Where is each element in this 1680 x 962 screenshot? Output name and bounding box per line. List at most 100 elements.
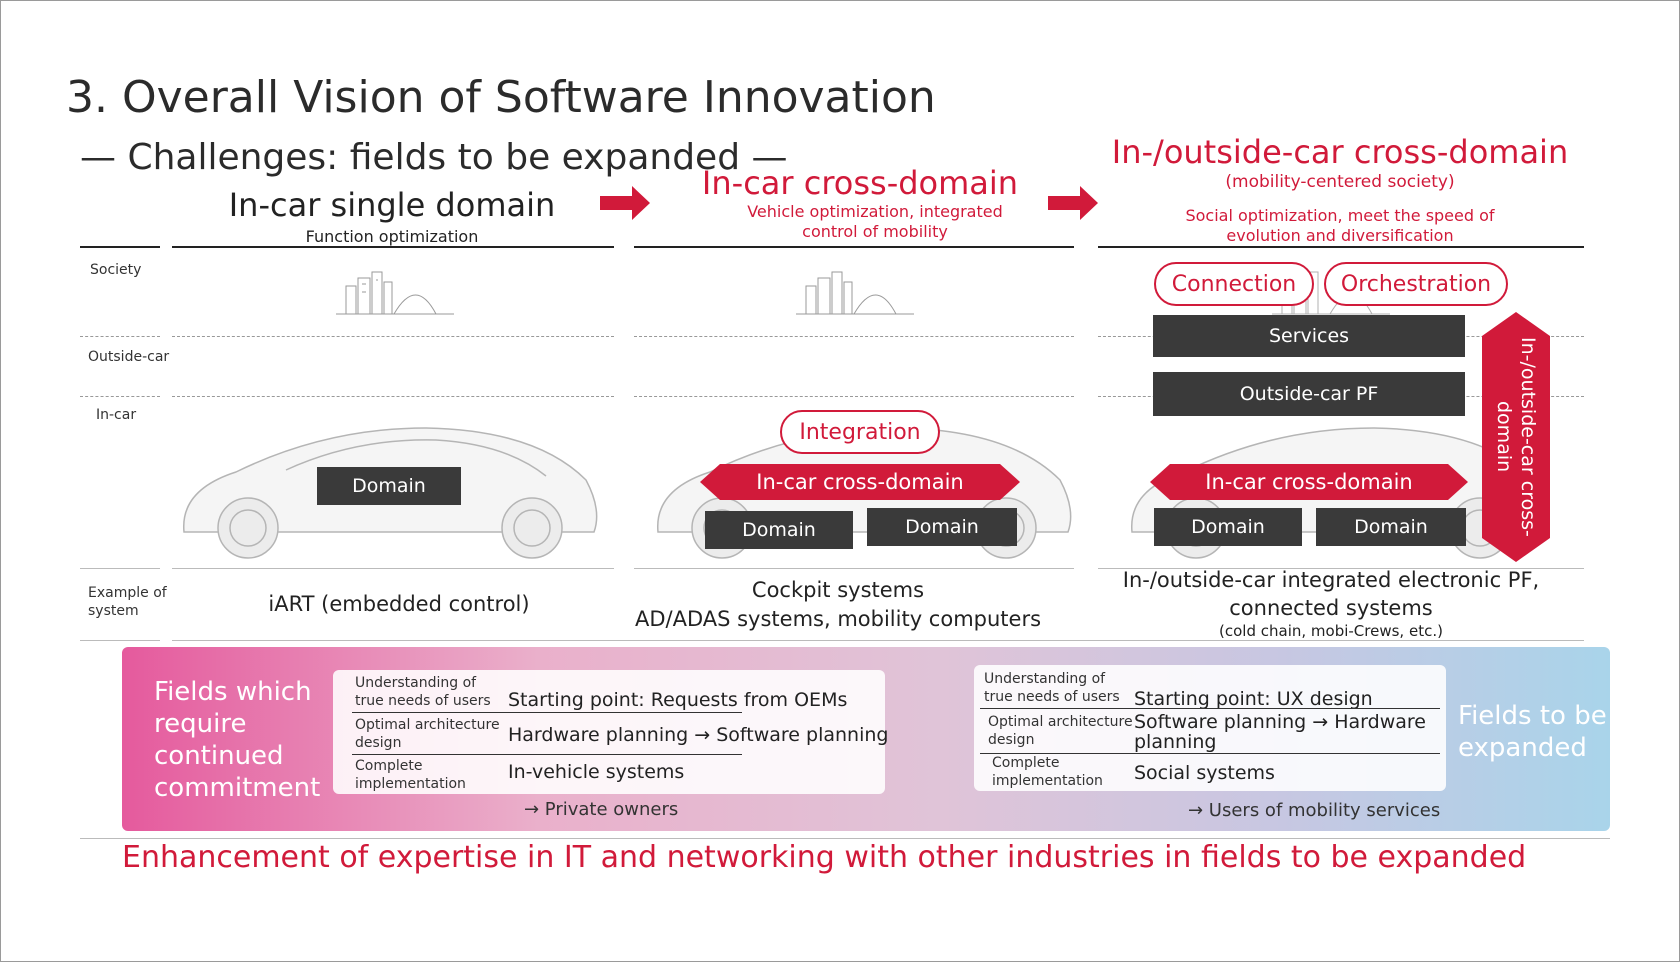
col2-example-line2: AD/ADAS systems, mobility computers [634,607,1042,631]
right-card-row-divider [980,753,1440,754]
cross-domain-banner-label: In-car cross-domain [1205,470,1413,494]
header-rule [634,246,1074,248]
row-divider [634,336,1074,337]
city-illustration-icon [336,271,454,315]
row-label-example-line1: Example of [88,585,167,601]
col2-example: Cockpit systems AD/ADAS systems, mobilit… [620,576,1056,634]
row-divider [634,396,1074,397]
right-card-row3-label-line: implementation [992,773,1103,789]
right-card-row1-value: Starting point: UX design [1134,688,1373,710]
services-box: Services [1153,315,1465,357]
right-card-row2-label-line: design [988,732,1035,748]
connection-pill: Connection [1154,262,1314,306]
band-left-label-line: Fields which [154,677,312,707]
left-card-row3-label-line: Complete [355,758,423,774]
footer-divider [80,838,1610,839]
right-card-row2-label: Optimal architecture design [988,713,1133,749]
col3-example-line1: In-/outside-car integrated electronic PF… [1122,568,1540,592]
left-card-row2-label-line: design [355,735,402,751]
left-card-row2-value: Hardware planning → Software planning [508,724,889,746]
footer-statement: Enhancement of expertise in IT and netwo… [122,840,1527,875]
outside-car-pf-box: Outside-car PF [1153,372,1465,416]
domain-box: Domain [1154,508,1302,546]
right-card-target: → Users of mobility services [1188,800,1441,821]
left-card-row2-label-line: Optimal architecture [355,717,500,733]
header-rule [1098,246,1584,248]
right-card-row3-label-line: Complete [992,755,1060,771]
left-card-target: → Private owners [524,799,679,820]
col1-subheading: Function optimization [305,227,479,246]
row-divider [80,568,160,569]
right-card-row2-value-line: planning [1134,731,1217,753]
row-divider [172,640,1584,641]
right-card-row1-label-line: true needs of users [984,689,1120,705]
col2-sub-line1: Vehicle optimization, integrated [747,202,1003,221]
domain-box: Domain [705,511,853,549]
left-card-row2-label: Optimal architecture design [355,716,500,752]
right-card-row2-value-line: Software planning → Hardware [1134,711,1426,733]
right-fields-card [974,665,1446,791]
band-left-label-line: continued [154,741,284,771]
vertical-cross-domain-label: In-/outside-car cross-domain [1493,337,1539,537]
col3-subheading: Social optimization, meet the speed of e… [1100,206,1580,246]
col2-sub-line2: control of mobility [802,222,948,241]
row-divider [172,568,614,569]
header-rule [80,246,160,248]
row-label-example-line2: system [88,603,139,619]
left-card-row3-label-line: implementation [355,776,466,792]
col3-sub-line2: evolution and diversification [1226,226,1454,245]
row-divider [634,568,1074,569]
integration-pill: Integration [780,410,940,454]
col2-example-line1: Cockpit systems [751,578,925,602]
domain-box: Domain [1316,508,1466,546]
right-card-row1-label: Understanding of true needs of users [984,670,1120,706]
cross-domain-banner-label: In-car cross-domain [756,470,964,494]
band-right-label-line: Fields to be [1458,701,1607,731]
right-card-row-divider [980,708,1440,709]
cross-domain-banner [1150,464,1468,500]
orchestration-pill: Orchestration [1324,262,1508,306]
left-card-row1-label: Understanding of true needs of users [355,674,491,710]
left-card-row-divider [352,712,742,713]
col3-heading: In-/outside-car cross-domain [1111,133,1569,171]
col3-example-line3: (cold chain, mobi-Crews, etc.) [1219,622,1443,640]
row-divider [172,396,614,397]
arrow-right-icon [1048,186,1098,220]
right-card-row3-label: Complete implementation [992,754,1103,790]
col2-subheading: Vehicle optimization, integrated control… [700,202,1050,242]
band-left-label-line: commitment [154,773,321,803]
vertical-cross-domain-label-wrap: In-/outside-car cross-domain [1482,312,1550,562]
left-card-row3-value: In-vehicle systems [508,761,685,783]
slide-subtitle: — Challenges: fields to be expanded — [80,137,788,178]
row-label-in-car: In-car [96,407,137,423]
col1-example: iART (embedded control) [268,592,530,616]
row-divider [172,336,614,337]
slide-title: 3. Overall Vision of Software Innovation [66,72,936,123]
vertical-cross-domain-arrow [1482,312,1550,562]
cross-domain-banner [700,464,1020,500]
right-card-row2-value: Software planning → Hardware planning [1134,712,1426,752]
row-divider [80,336,160,337]
header-rule [172,246,614,248]
right-card-row2-label-line: Optimal architecture [988,714,1133,730]
band-right-label-line: expanded [1458,733,1587,763]
left-fields-card [333,670,885,794]
left-card-row1-value: Starting point: Requests from OEMs [508,689,848,711]
col3-example-line2: connected systems [1229,596,1433,620]
band-left-label-line: require [154,709,247,739]
right-card-row3-value: Social systems [1134,762,1275,784]
left-card-row1-label-line: true needs of users [355,693,491,709]
row-label-society: Society [90,262,142,278]
col3-example: In-/outside-car integrated electronic PF… [1098,566,1564,640]
city-illustration-icon [796,271,914,315]
col2-heading: In-car cross-domain [701,164,1019,202]
col3-paren: (mobility-centered society) [1225,172,1455,192]
col3-sub-line1: Social optimization, meet the speed of [1185,206,1495,225]
left-card-row1-label-line: Understanding of [355,675,477,691]
row-divider [80,396,160,397]
arrow-right-icon [600,186,650,220]
band-right-label: Fields to be expanded [1458,700,1607,764]
left-card-row-divider [352,754,742,755]
domain-box: Domain [867,508,1017,546]
row-label-example: Example of system [88,584,167,620]
